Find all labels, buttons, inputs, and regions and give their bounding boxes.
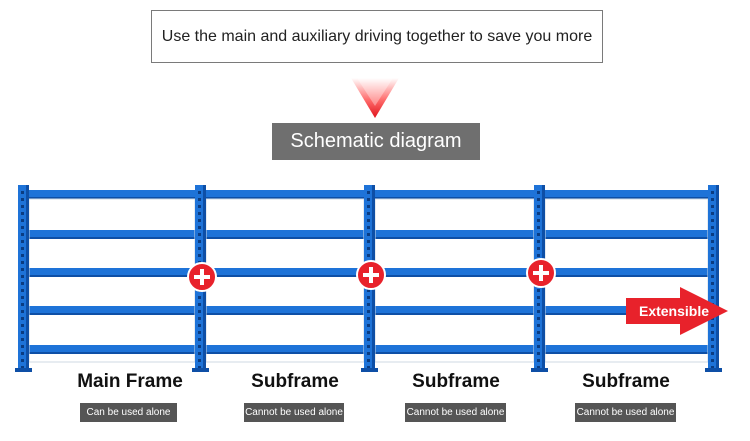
plus-circle-icon xyxy=(356,260,386,290)
frame-name-main: Main Frame xyxy=(77,371,183,392)
shelf-beam xyxy=(206,268,364,277)
frame-name-sub-1: Subframe xyxy=(251,371,339,392)
down-arrow-icon xyxy=(351,78,399,118)
plus-circle-icon xyxy=(187,262,217,292)
shelf-beam xyxy=(206,190,364,199)
headline-text: Use the main and auxiliary driving toget… xyxy=(161,27,593,45)
shelf-beam xyxy=(29,230,195,239)
rack-upright xyxy=(705,185,722,372)
extensible-label: Extensible xyxy=(638,303,710,319)
section-label: Schematic diagram xyxy=(272,123,480,160)
frame-badge-sub-1: Cannot be used alone xyxy=(244,403,344,422)
frame-name-sub-2: Subframe xyxy=(412,371,500,392)
frame-name-sub-3: Subframe xyxy=(582,371,670,392)
shelf-beam xyxy=(206,345,364,354)
shelf-beam xyxy=(29,190,195,199)
shelf-beam xyxy=(375,268,534,277)
shelf-beam xyxy=(375,190,534,199)
frame-badge-main: Can be used alone xyxy=(80,403,177,422)
shelf-beam xyxy=(545,268,708,277)
frame-badge-sub-2: Cannot be used alone xyxy=(405,403,506,422)
shelf-beam xyxy=(29,268,195,277)
shelf-beam xyxy=(545,190,708,199)
shelf-beam xyxy=(545,345,708,354)
shelf-beam xyxy=(29,306,195,315)
headline-box: Use the main and auxiliary driving toget… xyxy=(151,10,603,63)
shelf-beam xyxy=(375,306,534,315)
frame-badge-sub-3: Cannot be used alone xyxy=(575,403,676,422)
shelf-beam xyxy=(545,230,708,239)
section-label-text: Schematic diagram xyxy=(290,130,462,152)
shelf-beam xyxy=(375,345,534,354)
plus-circle-icon xyxy=(526,258,556,288)
rack-upright xyxy=(15,185,32,372)
shelf-beam xyxy=(206,230,364,239)
shelf-beam xyxy=(375,230,534,239)
right-arrow-icon xyxy=(626,287,728,335)
shelf-beam xyxy=(206,306,364,315)
shelf-beam xyxy=(29,345,195,354)
